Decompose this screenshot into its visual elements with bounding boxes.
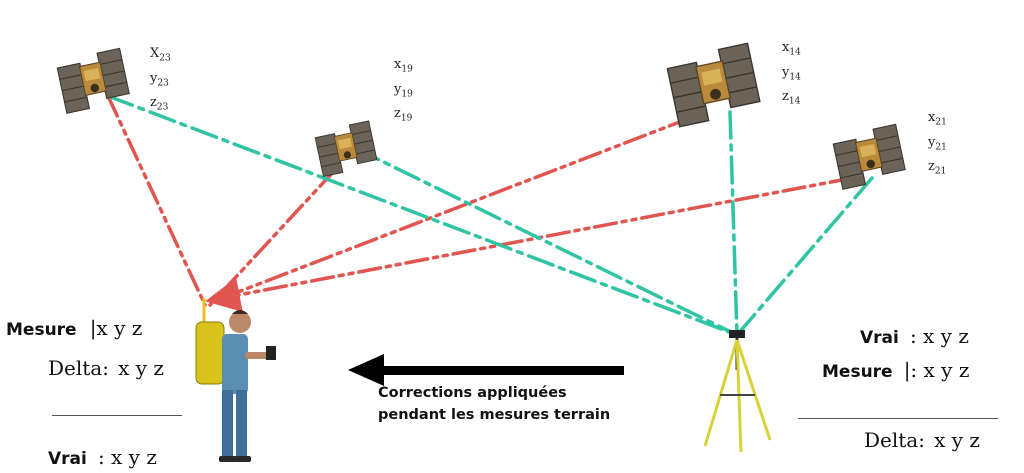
rover-delta-value: x y z	[118, 356, 164, 380]
rover-divider	[52, 415, 182, 416]
signal-sat21-base	[735, 176, 874, 337]
rover-surveyor-icon	[195, 298, 276, 462]
satellite-23-icon	[55, 47, 132, 114]
rover-vrai-row: Vrai : x y z	[48, 445, 157, 469]
rover-vrai-value: : x y z	[97, 445, 157, 469]
rover-delta-row: Delta: x y z	[48, 356, 164, 380]
satellite-19-coords: x19 y19 z19	[394, 57, 413, 124]
satellite-19-icon	[313, 120, 379, 177]
base-mesure-value: |: x y z	[903, 358, 970, 382]
base-mesure-label: Mesure	[822, 362, 893, 382]
signal-sat23-base	[106, 94, 739, 337]
rover-mesure-value: |x y z	[89, 316, 143, 340]
base-vrai-value: : x y z	[909, 324, 969, 348]
signal-sat19-base	[353, 146, 739, 337]
rover-vrai-label: Vrai	[48, 449, 87, 469]
base-vrai-row: Vrai : x y z	[860, 324, 969, 348]
rover-delta-label: Delta:	[48, 356, 109, 380]
rover-mesure-label: Mesure	[6, 320, 77, 340]
corrections-line-1: Corrections appliquées	[378, 385, 567, 401]
base-delta-value: x y z	[934, 428, 980, 452]
corrections-caption: Corrections appliquées pendant les mesur…	[378, 382, 610, 426]
base-delta-row: Delta: x y z	[864, 428, 980, 452]
rover-mesure-row: Mesure |x y z	[6, 316, 142, 340]
satellite-21-coords: x21 y21 z21	[928, 110, 947, 177]
base-mesure-row: Mesure |: x y z	[822, 358, 969, 382]
signal-sat19-rover	[208, 168, 337, 307]
base-station-tripod-icon	[703, 330, 772, 453]
satellite-14-coords: x14 y14 z14	[782, 40, 801, 107]
corrections-line-2: pendant les mesures terrain	[378, 407, 611, 423]
base-vrai-label: Vrai	[860, 328, 899, 348]
base-divider	[798, 418, 998, 419]
satellite-23-coords: X23 y23 z23	[150, 46, 171, 113]
satellite-14-icon	[664, 42, 763, 128]
signal-sat14-base	[728, 110, 739, 337]
corrections-arrow-icon	[348, 354, 624, 386]
signal-sat21-rover	[205, 176, 854, 312]
signal-sat23-rover	[106, 94, 207, 307]
signal-sat14-rover	[210, 116, 692, 304]
base-delta-label: Delta:	[864, 428, 925, 452]
